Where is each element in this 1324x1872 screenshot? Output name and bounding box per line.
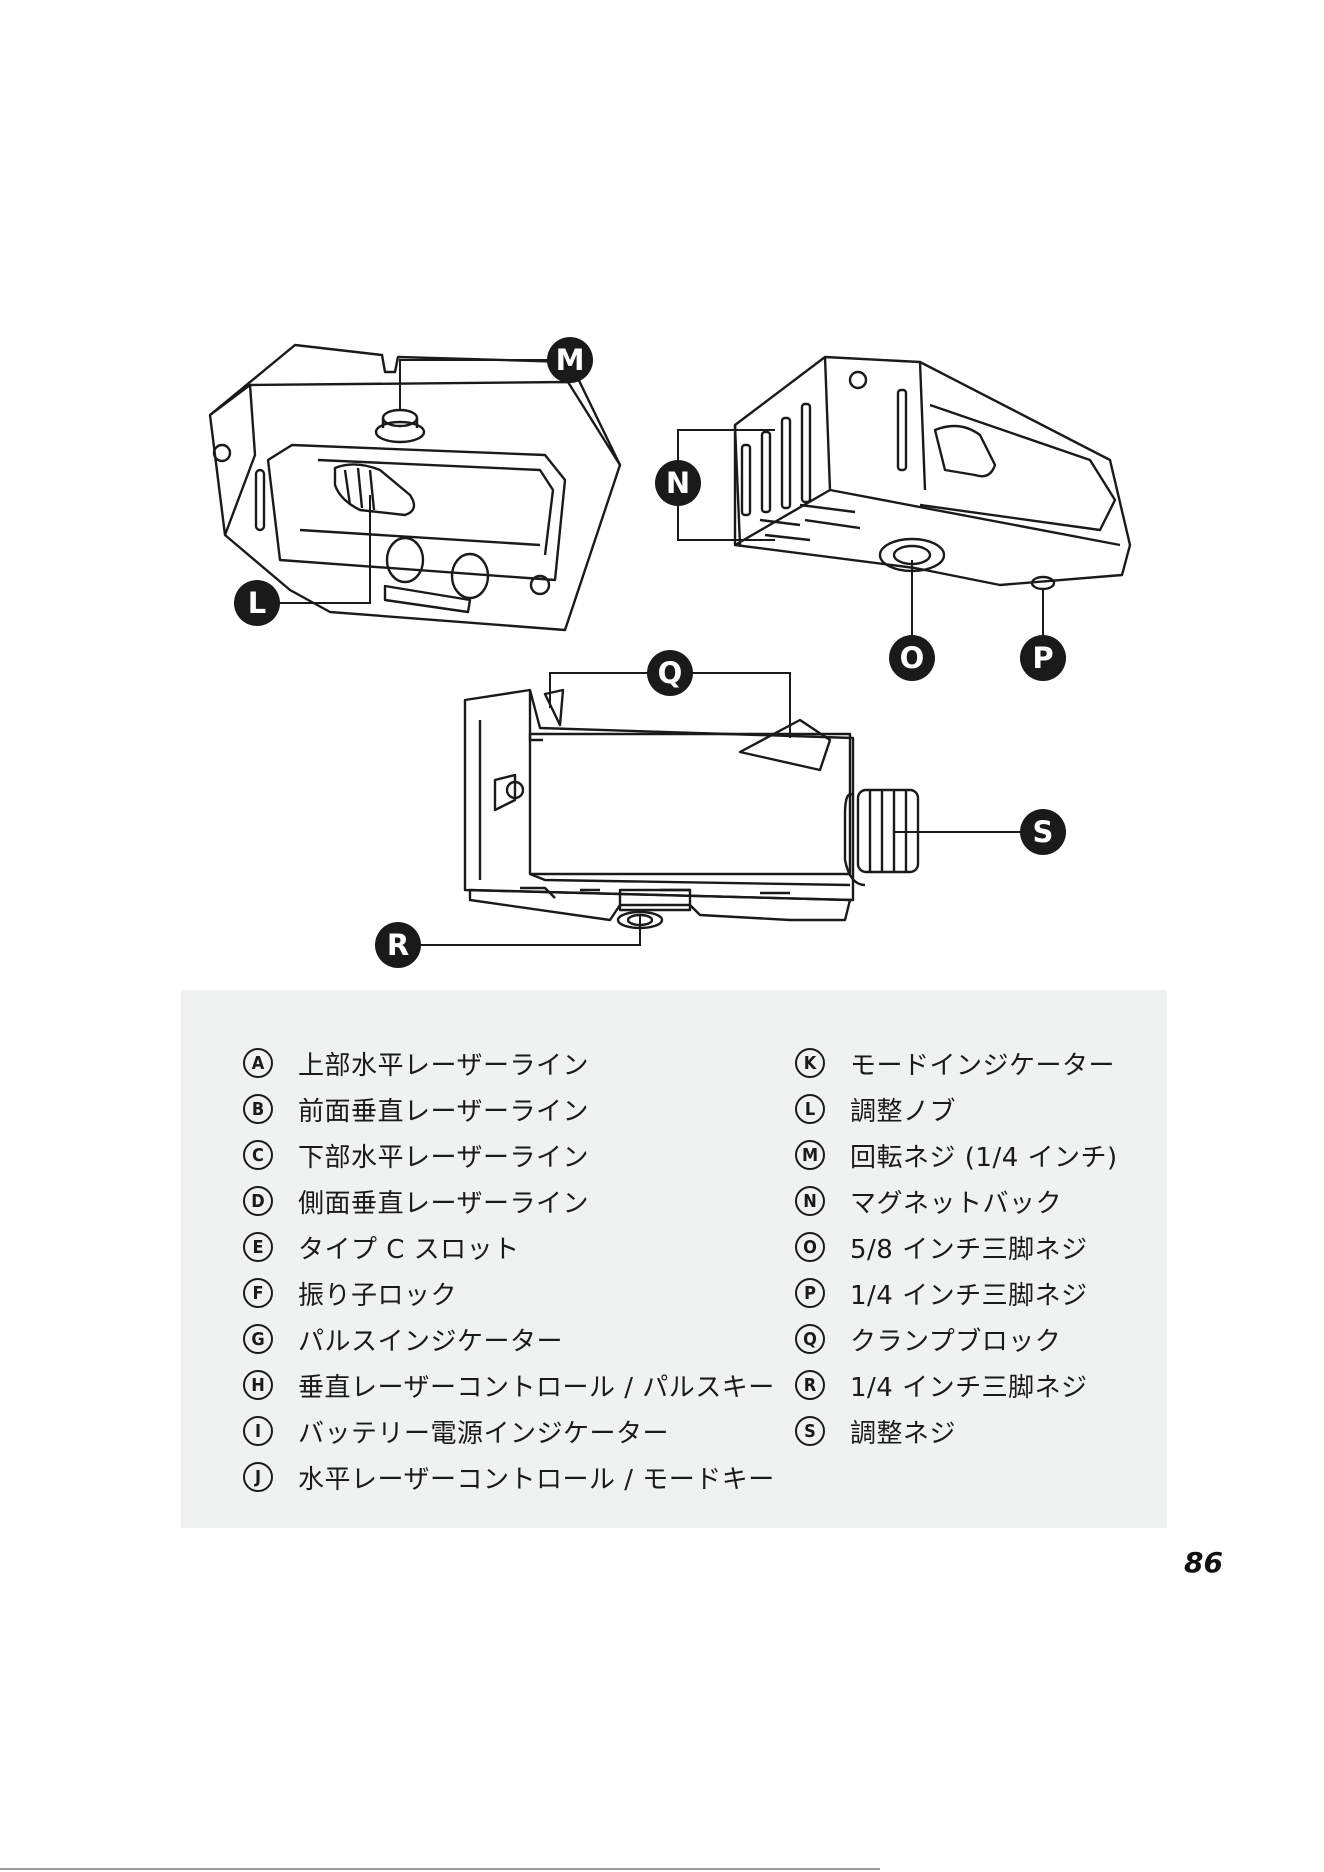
callout-N: N [655,460,701,506]
parts-legend: A 上部水平レーザーライン B 前面垂直レーザーライン C 下部水平レーザーライン D… [181,990,1167,1528]
legend-label: クランプブロック [850,1321,1061,1358]
svg-text:Q: Q [658,656,683,690]
legend-badge: E [243,1232,273,1262]
legend-badge: J [243,1462,273,1492]
svg-text:L: L [248,586,266,620]
legend-item-h: H 垂直レーザーコントロール / パルスキー [243,1362,775,1408]
legend-badge: H [243,1370,273,1400]
legend-label: 下部水平レーザーライン [298,1137,589,1174]
legend-badge: G [243,1324,273,1354]
legend-label: 振り子ロック [298,1275,457,1312]
clamp-block-view-middle [465,690,918,928]
legend-item-a: A 上部水平レーザーライン [243,1040,775,1086]
svg-text:R: R [387,928,409,962]
legend-label: 水平レーザーコントロール / モードキー [298,1459,775,1496]
legend-item-m: M 回転ネジ (1/4 インチ) [795,1132,1118,1178]
legend-badge: B [243,1094,273,1124]
legend-label: 前面垂直レーザーライン [298,1091,589,1128]
leader-L [275,495,370,603]
legend-item-l: L 調整ノブ [795,1086,1118,1132]
legend-item-q: Q クランプブロック [795,1316,1118,1362]
svg-text:O: O [900,641,925,675]
legend-label: タイプ C スロット [298,1229,520,1266]
legend-label: 上部水平レーザーライン [298,1045,589,1082]
legend-label: バッテリー電源インジケーター [298,1413,669,1450]
bottom-divider [0,1868,880,1870]
legend-item-n: N マグネットバック [795,1178,1118,1224]
legend-item-s: S 調整ネジ [795,1408,1118,1454]
legend-item-g: G パルスインジケーター [243,1316,775,1362]
legend-label: モードインジケーター [850,1045,1115,1082]
legend-item-o: O 5/8 インチ三脚ネジ [795,1224,1118,1270]
svg-text:N: N [666,466,690,500]
legend-item-e: E タイプ C スロット [243,1224,775,1270]
legend-label: マグネットバック [850,1183,1062,1220]
svg-text:P: P [1032,641,1053,675]
legend-badge: K [795,1048,825,1078]
callout-P: P [1020,635,1066,681]
legend-label: 調整ネジ [850,1413,956,1450]
legend-label: 1/4 インチ三脚ネジ [850,1367,1088,1404]
callout-M: M [547,337,593,383]
legend-item-f: F 振り子ロック [243,1270,775,1316]
legend-item-i: I バッテリー電源インジケーター [243,1408,775,1454]
legend-badge: P [795,1278,825,1308]
legend-item-k: K モードインジケーター [795,1040,1118,1086]
legend-badge: M [795,1140,825,1170]
legend-item-r: R 1/4 インチ三脚ネジ [795,1362,1118,1408]
legend-badge: L [795,1094,825,1124]
legend-badge: O [795,1232,825,1262]
legend-column-left: A 上部水平レーザーライン B 前面垂直レーザーライン C 下部水平レーザーライン D… [243,1040,775,1500]
magnetic-back-view-top-right [735,357,1130,589]
svg-text:S: S [1033,815,1054,849]
legend-badge: C [243,1140,273,1170]
legend-label: 調整ノブ [850,1091,956,1128]
legend-badge: F [243,1278,273,1308]
legend-label: 1/4 インチ三脚ネジ [850,1275,1088,1312]
callout-O: O [889,635,935,681]
legend-badge: I [243,1416,273,1446]
callout-S: S [1020,809,1066,855]
legend-item-p: P 1/4 インチ三脚ネジ [795,1270,1118,1316]
legend-badge: D [243,1186,273,1216]
legend-badge: N [795,1186,825,1216]
legend-column-right: K モードインジケーター L 調整ノブ M 回転ネジ (1/4 インチ) N マグネット… [795,1040,1118,1454]
legend-label: 側面垂直レーザーライン [298,1183,589,1220]
legend-badge: R [795,1370,825,1400]
legend-badge: Q [795,1324,825,1354]
legend-label: 垂直レーザーコントロール / パルスキー [298,1367,775,1404]
legend-badge: S [795,1416,825,1446]
legend-label: パルスインジケーター [298,1321,563,1358]
svg-text:M: M [556,343,585,377]
legend-badge: A [243,1048,273,1078]
callout-L: L [234,580,280,626]
legend-item-c: C 下部水平レーザーライン [243,1132,775,1178]
legend-item-j: J 水平レーザーコントロール / モードキー [243,1454,775,1500]
callout-R: R [375,922,421,968]
leader-M [400,360,570,410]
legend-label: 5/8 インチ三脚ネジ [850,1229,1088,1266]
legend-item-b: B 前面垂直レーザーライン [243,1086,775,1132]
callout-Q: Q [647,650,693,696]
legend-label: 回転ネジ (1/4 インチ) [850,1137,1118,1174]
page-number: 86 [1184,1546,1223,1579]
device-illustration: M N L O P Q S R [0,0,1324,990]
legend-item-d: D 側面垂直レーザーライン [243,1178,775,1224]
